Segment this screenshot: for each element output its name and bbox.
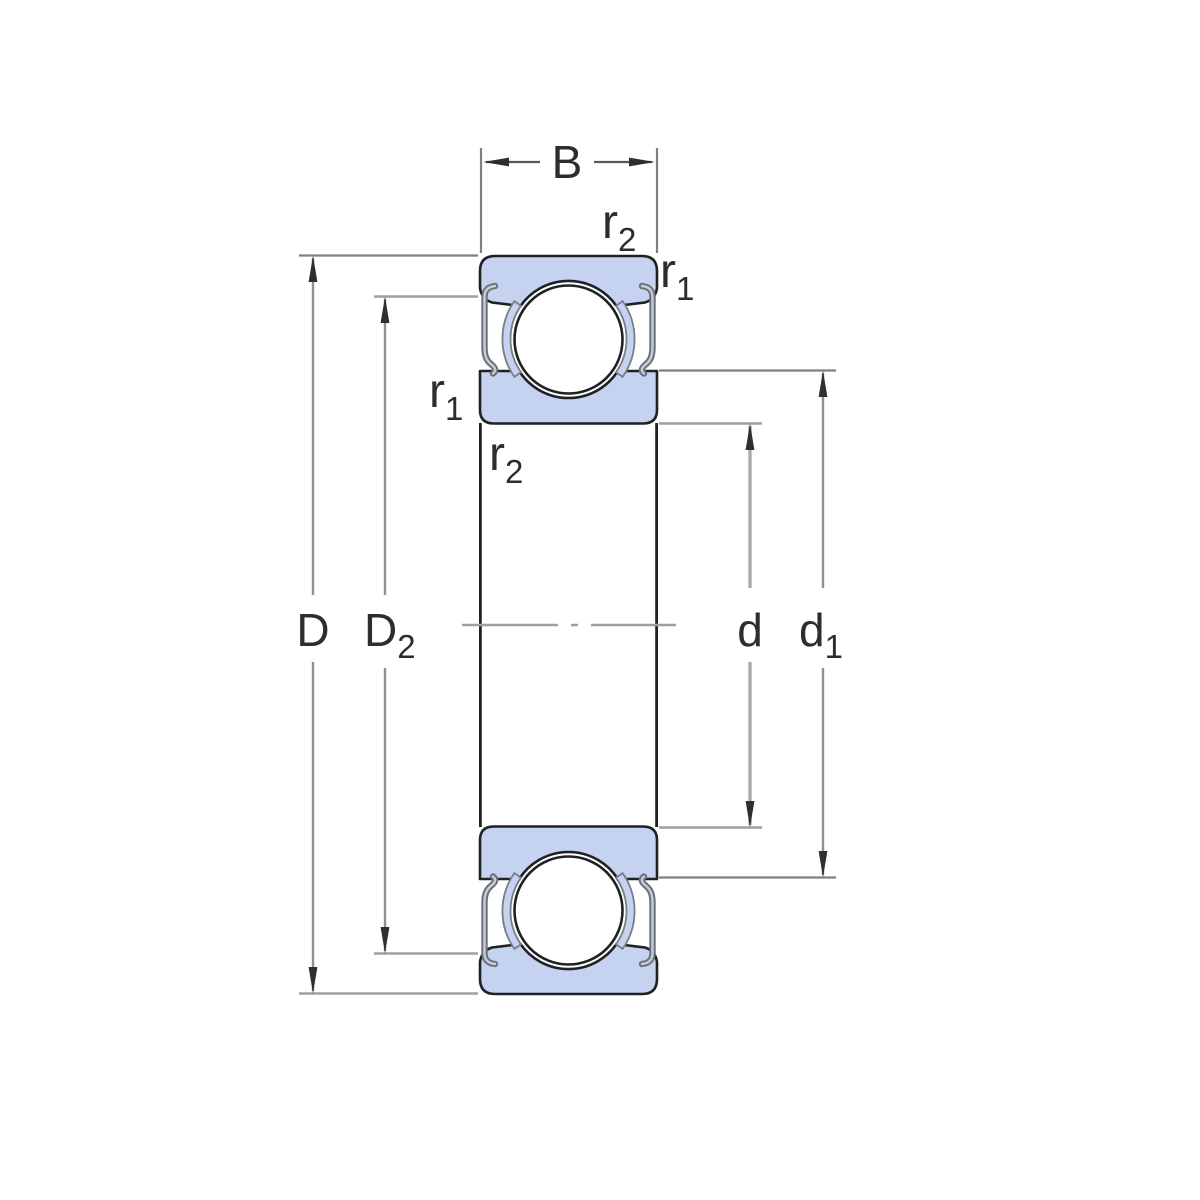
arrowhead-d1-top (818, 370, 828, 397)
dimension-D2 (374, 295, 478, 955)
outer-ring-cross-section (478, 254, 659, 308)
label-B: B (552, 136, 583, 188)
cage-cross-section-left (501, 299, 523, 379)
label-D: D (296, 604, 329, 656)
bearing-section-bottom (480, 827, 657, 995)
arrowhead-D2-bottom (380, 927, 390, 954)
arrowhead-d-top (745, 423, 755, 450)
arrowhead-D-top (308, 255, 318, 282)
arrowhead-D2-top (380, 296, 390, 323)
dimension-d (659, 422, 762, 829)
shield-left-highlight (483, 284, 497, 375)
arrowhead-D-bottom (308, 967, 318, 994)
arrowhead-d-bottom (745, 801, 755, 828)
arrowhead-d1-bottom (818, 851, 828, 878)
inner-ring-cross-section (478, 369, 659, 425)
label-d: d (737, 604, 763, 656)
label-r1-top: r1 (660, 245, 694, 307)
label-r1-left: r1 (429, 365, 463, 427)
cage-cross-section-right (614, 299, 636, 379)
arrowhead-B-left (483, 157, 509, 167)
label-D2: D2 (364, 604, 416, 665)
label-d1: d1 (799, 604, 843, 665)
label-r2-left: r2 (489, 428, 523, 490)
label-r2-top: r2 (602, 196, 636, 258)
arrowhead-B-right (629, 157, 655, 167)
bearing-section-top (478, 254, 659, 425)
shield-right-highlight (640, 284, 654, 375)
dimension-d1 (659, 369, 836, 879)
dimension-B (479, 148, 659, 253)
ball-cross-section (513, 284, 624, 395)
dimension-D (299, 254, 478, 995)
